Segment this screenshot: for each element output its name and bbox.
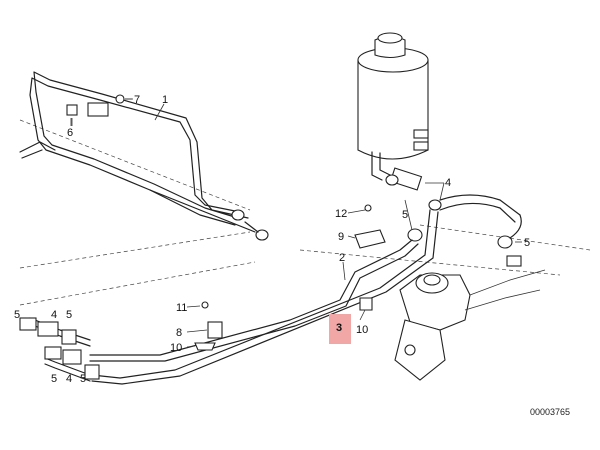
bracket-left <box>194 301 223 351</box>
label-part-3: 3 <box>336 322 342 334</box>
label-part-5-left-c: 5 <box>51 373 57 385</box>
fluid-reservoir <box>357 32 429 181</box>
label-part-5-reservoir: 5 <box>402 209 408 221</box>
part-labels: 1 2 3 4 5 5 6 7 12 9 10 11 8 10 5 4 5 5 … <box>14 94 530 385</box>
leader-lines <box>70 98 522 348</box>
label-part-10-mid: 10 <box>356 324 368 336</box>
label-part-5-left-b: 5 <box>66 309 72 321</box>
highlight-box-part-3 <box>329 314 351 344</box>
label-part-4-top: 4 <box>445 177 451 189</box>
pressure-lines <box>29 209 439 385</box>
steering-gear <box>394 255 546 381</box>
reservoir-hose-connectors <box>385 167 522 249</box>
label-part-5-left-d: 5 <box>80 373 86 385</box>
label-part-4-left-b: 4 <box>66 373 72 385</box>
label-part-12: 12 <box>335 208 347 220</box>
label-part-2: 2 <box>339 252 345 264</box>
label-part-1: 1 <box>162 94 168 106</box>
label-part-9: 9 <box>338 231 344 243</box>
label-part-4-left-a: 4 <box>51 309 57 321</box>
label-part-8: 8 <box>176 327 182 339</box>
label-part-11: 11 <box>176 302 187 314</box>
label-part-7: 7 <box>134 94 140 106</box>
label-part-5-right: 5 <box>524 237 530 249</box>
diagram-id: 00003765 <box>530 407 570 417</box>
label-part-6: 6 <box>67 127 73 139</box>
cooler-loop-pipe <box>19 71 269 241</box>
left-hose-ends <box>19 317 100 380</box>
label-part-10-left: 10 <box>170 342 182 354</box>
clamp-part-6 <box>66 104 78 126</box>
label-part-5-left-a: 5 <box>14 309 20 321</box>
clamp-bracket <box>354 204 386 311</box>
